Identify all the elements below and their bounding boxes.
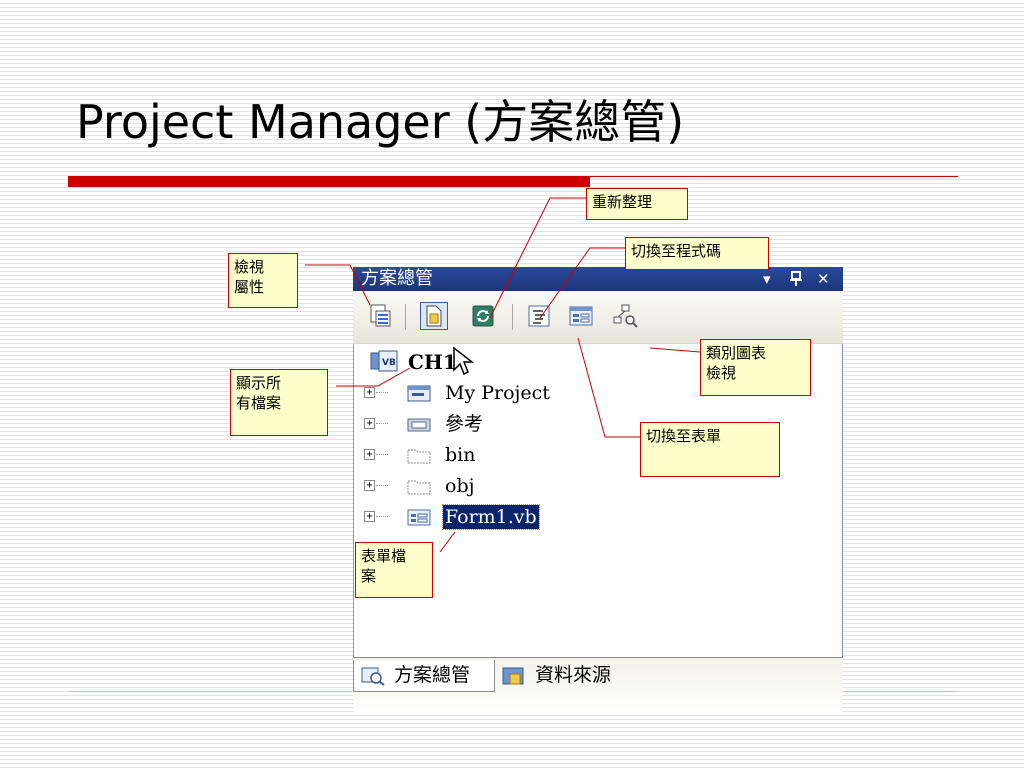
tab-solution-explorer[interactable]: 方案總管: [353, 660, 495, 692]
references-icon: [407, 418, 431, 432]
toolbar-separator: [512, 304, 513, 330]
callout-properties: 檢視 屬性: [228, 253, 298, 308]
callout-view-code: 切換至程式碼: [625, 237, 769, 270]
slide-title: Project Manager (方案總管): [76, 95, 685, 149]
properties-icon: [370, 304, 391, 327]
panel-tab-strip: 方案總管 資料來源: [353, 657, 843, 713]
footer-rule-left: [68, 691, 352, 692]
tree-item-label[interactable]: bin: [445, 444, 476, 466]
tree-connector: [376, 516, 388, 517]
view-designer-button[interactable]: [567, 302, 595, 330]
my-project-icon: [407, 385, 431, 402]
callout-class-diagram: 類別圖表 檢視: [700, 339, 811, 396]
tree-connector: [376, 485, 388, 486]
footer-rule-right: [843, 691, 958, 692]
form-icon: [407, 509, 431, 526]
tree-connector: [376, 423, 388, 424]
data-sources-icon: [502, 667, 524, 685]
panel-title: 方案總管: [361, 268, 433, 289]
folder-icon: [407, 449, 431, 464]
tree-item-label[interactable]: obj: [445, 475, 475, 497]
expand-toggle-icon[interactable]: +: [364, 449, 375, 460]
callout-refresh-text: 重新整理: [592, 193, 653, 211]
class-diagram-icon: [613, 304, 638, 328]
toolbar-separator: [405, 304, 406, 330]
callout-class-diagram-text: 類別圖表 檢視: [706, 344, 767, 382]
svg-text:VB: VB: [382, 358, 396, 368]
dropdown-icon[interactable]: ▾: [763, 270, 771, 288]
close-icon[interactable]: ✕: [817, 270, 830, 288]
mouse-cursor-icon: [453, 346, 474, 376]
tab-data-sources[interactable]: 資料來源: [495, 660, 635, 692]
view-designer-icon: [569, 306, 593, 326]
tree-connector: [376, 454, 388, 455]
expand-toggle-icon[interactable]: +: [364, 480, 375, 491]
callout-view-code-text: 切換至程式碼: [631, 242, 722, 260]
expand-toggle-icon[interactable]: +: [364, 418, 375, 429]
tree-root[interactable]: VB: [370, 349, 400, 377]
callout-view-designer-text: 切換至表單: [646, 427, 722, 445]
tab-label: 方案總管: [394, 664, 471, 686]
callout-form-file: 表單檔 案: [355, 542, 433, 598]
pin-icon[interactable]: [789, 268, 803, 293]
expand-toggle-icon[interactable]: +: [364, 511, 375, 522]
tab-label: 資料來源: [535, 664, 612, 686]
tree-item-label[interactable]: My Project: [445, 382, 550, 404]
refresh-icon: [472, 305, 494, 327]
tree-item-label[interactable]: Form1.vb: [442, 504, 540, 530]
panel-toolbar: [353, 291, 843, 344]
view-code-icon: [528, 305, 550, 327]
title-underline-rule: [590, 176, 958, 177]
view-code-button[interactable]: [525, 302, 553, 330]
expand-toggle-icon[interactable]: +: [364, 387, 375, 398]
panel-titlebar: 方案總管 ▾ ✕: [353, 267, 843, 291]
refresh-button[interactable]: [469, 302, 497, 330]
callout-refresh: 重新整理: [586, 188, 688, 220]
tree-item-label[interactable]: 參考: [445, 413, 484, 435]
show-all-files-icon: [426, 305, 442, 327]
solution-explorer-icon: [361, 667, 385, 686]
vb-project-icon: VB: [370, 350, 398, 372]
callout-show-all-files: 顯示所 有檔案: [230, 369, 328, 436]
folder-icon: [407, 480, 431, 495]
properties-button[interactable]: [367, 302, 395, 330]
callout-view-designer: 切換至表單: [640, 422, 780, 477]
callout-form-file-text: 表單檔 案: [361, 547, 407, 585]
tree-root-label[interactable]: CH1: [408, 350, 457, 374]
show-all-files-button[interactable]: [420, 302, 448, 330]
title-underline-bar: [68, 176, 590, 187]
view-class-diagram-button[interactable]: [611, 302, 639, 330]
tree-connector: [376, 392, 388, 393]
callout-show-all-files-text: 顯示所 有檔案: [236, 374, 282, 412]
callout-properties-text: 檢視 屬性: [234, 258, 265, 296]
